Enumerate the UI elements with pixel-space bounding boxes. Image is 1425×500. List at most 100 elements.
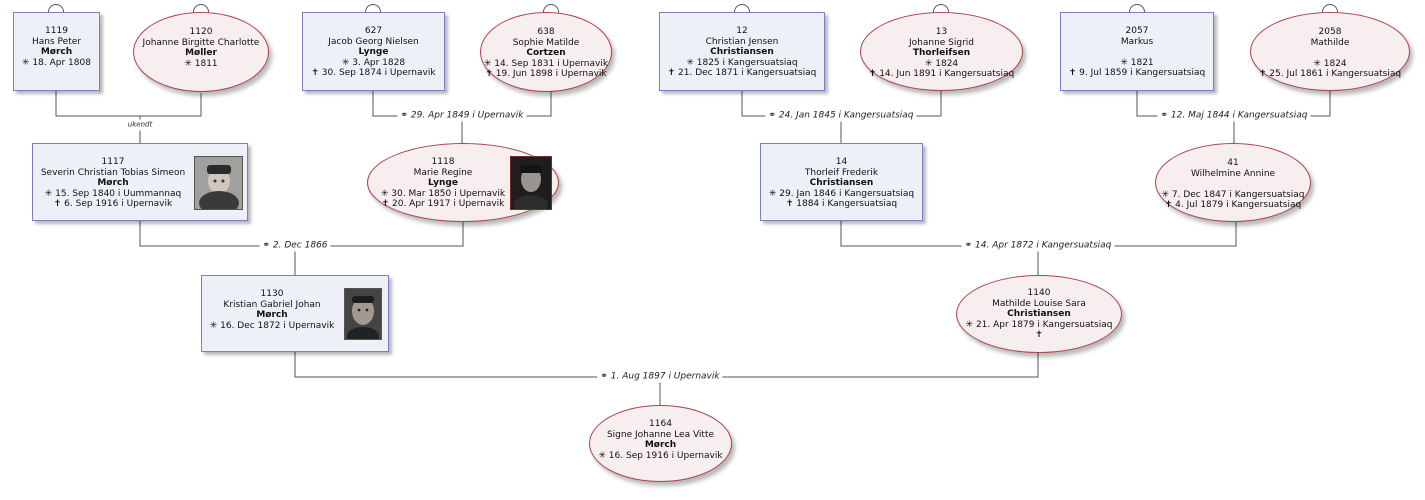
person-given-name: Johanne Birgitte Charlotte: [142, 37, 260, 48]
person-death: ✝ 30. Sep 1874 i Upernavik: [311, 68, 436, 78]
expand-parents-icon[interactable]: [365, 4, 381, 13]
person-given-name: Wilhelmine Annine: [1190, 168, 1276, 179]
person-death: ✝ 25. Jul 1861 i Kangersuatsiaq: [1258, 69, 1402, 79]
person-id: 12: [736, 26, 748, 36]
person-id: 627: [364, 26, 383, 36]
person-id: 1118: [431, 157, 455, 167]
marriage-label-2057-2058: ⚭ 12. Maj 1844 i Kangersuatsiaq: [1157, 110, 1311, 122]
person-given-name: Johanne Sigrid: [908, 37, 975, 48]
person-surname: Christiansen: [710, 47, 774, 57]
person-death: ✝ 9. Jul 1859 i Kangersuatsiaq: [1068, 68, 1206, 78]
expand-parents-icon[interactable]: [933, 4, 949, 13]
expand-parents-icon[interactable]: [543, 4, 559, 13]
person-birth: ✳ 7. Dec 1847 i Kangersuatsiaq: [1161, 189, 1305, 200]
person-surname: Mørch: [644, 440, 677, 450]
person-given-name: Mathilde Louise Sara: [992, 298, 1086, 309]
person-birth: ✳ 1821: [1120, 57, 1154, 68]
person-death: ✝ 1884 i Kangersuatsiaq: [785, 199, 898, 209]
person-card-1117[interactable]: 1117 Severin Christian Tobias Simeon Mør…: [32, 143, 248, 221]
person-card-1140[interactable]: 1140 Mathilde Louise Sara Christiansen ✳…: [956, 275, 1122, 353]
expand-parents-icon[interactable]: [48, 4, 64, 13]
marriage-label-12-13: ⚭ 24. Jan 1845 i Kangersuatsiaq: [765, 110, 917, 122]
person-given-name: Hans Peter: [32, 36, 81, 47]
person-birth: ✳ 14. Sep 1831 i Upernavik: [483, 58, 609, 69]
person-id: 1164: [649, 419, 672, 429]
person-given-name: Signe Johanne Lea Vitte: [606, 429, 715, 440]
person-id: 1120: [189, 27, 213, 37]
person-birth: ✳ 1825 i Kangersuatsiaq: [686, 57, 798, 68]
person-id: 13: [935, 27, 948, 37]
person-death: ✝ 19. Jun 1898 i Upernavik: [485, 69, 607, 79]
person-card-1164[interactable]: 1164 Signe Johanne Lea Vitte Mørch ✳ 16.…: [589, 405, 732, 482]
person-id: 1117: [101, 157, 125, 167]
person-given-name: Severin Christian Tobias Simeon: [40, 167, 186, 178]
person-photo: [344, 288, 382, 340]
person-surname: Mørch: [40, 47, 73, 57]
person-birth: ✳ 1824: [924, 58, 959, 69]
person-birth: ✳ 18. Apr 1808: [22, 57, 91, 68]
person-surname: Lynge: [358, 47, 389, 57]
person-surname: Cortzen: [526, 48, 566, 58]
person-card-1118[interactable]: 1118 Marie Regine Lynge ✳ 30. Mar 1850 i…: [367, 143, 559, 222]
expand-parents-icon[interactable]: [1129, 4, 1145, 13]
person-card-12[interactable]: 12 Christian Jensen Christiansen ✳ 1825 …: [659, 12, 825, 91]
person-surname: [1156, 179, 1310, 190]
person-card-1130[interactable]: 1130 Kristian Gabriel Johan Mørch ✳ 16. …: [201, 275, 389, 352]
person-given-name: Kristian Gabriel Johan: [223, 299, 321, 310]
marriage-label-1119-1120: ukendt: [124, 119, 156, 131]
expand-parents-icon[interactable]: [1322, 4, 1338, 13]
person-photo: [510, 156, 552, 210]
person-surname: Christiansen: [1007, 309, 1071, 319]
person-id: 1130: [260, 289, 284, 299]
person-birth: ✳ 3. Apr 1828: [341, 57, 406, 68]
person-card-14[interactable]: 14 Thorleif Frederik Christiansen ✳ 29. …: [760, 143, 923, 221]
person-given-name: Mathilde: [1310, 37, 1350, 48]
person-surname: Lynge: [428, 178, 458, 188]
person-given-name: Thorleif Frederik: [804, 167, 879, 178]
person-surname: Thorleifsen: [912, 48, 971, 58]
expand-parents-icon[interactable]: [193, 4, 209, 13]
person-card-627[interactable]: 627 Jacob Georg Nielsen Lynge ✳ 3. Apr 1…: [302, 12, 445, 91]
person-birth: ✳ 1811: [184, 58, 218, 69]
marriage-label-1130-1140: ⚭ 1. Aug 1897 i Upernavik: [597, 371, 723, 383]
person-given-name: Marie Regine: [413, 167, 473, 178]
person-photo: [194, 156, 243, 210]
person-birth: ✳ 21. Apr 1879 i Kangersuatsiaq: [965, 319, 1113, 330]
person-card-13[interactable]: 13 Johanne Sigrid Thorleifsen ✳ 1824 ✝ 1…: [860, 12, 1023, 91]
person-birth: ✳ 29. Jan 1846 i Kangersuatsiaq: [768, 188, 915, 199]
expand-parents-icon[interactable]: [734, 4, 750, 13]
person-surname: [1251, 48, 1409, 59]
person-birth: ✳ 16. Dec 1872 i Upernavik: [209, 320, 335, 331]
person-death: ✝ 14. Jun 1891 i Kangersuatsiaq: [868, 69, 1015, 79]
person-given-name: Markus: [1120, 36, 1154, 47]
person-given-name: Christian Jensen: [705, 36, 779, 47]
person-card-638[interactable]: 638 Sophie Matilde Cortzen ✳ 14. Sep 183…: [480, 12, 612, 92]
person-birth: ✳ 16. Sep 1916 i Upernavik: [598, 450, 723, 461]
person-card-2058[interactable]: 2058 Mathilde ✳ 1824 ✝ 25. Jul 1861 i Ka…: [1250, 12, 1410, 91]
person-id: 2057: [1125, 26, 1149, 36]
person-card-1120[interactable]: 1120 Johanne Birgitte Charlotte Møller ✳…: [133, 12, 269, 92]
person-death: ✝ 21. Dec 1871 i Kangersuatsiaq: [667, 68, 817, 78]
person-death: ✝ 20. Apr 1917 i Upernavik: [381, 199, 505, 209]
person-card-1119[interactable]: 1119 Hans Peter Mørch ✳ 18. Apr 1808: [13, 12, 100, 91]
person-id: 41: [1227, 158, 1239, 168]
marriage-label-1117-1118: ⚭ 2. Dec 1866: [259, 240, 331, 252]
person-surname: Møller: [185, 48, 217, 58]
person-id: 14: [835, 157, 848, 167]
person-given-name: Sophie Matilde: [512, 37, 580, 48]
person-id: 2058: [1318, 27, 1342, 37]
person-death: ✝ 6. Sep 1916 i Upernavik: [53, 199, 173, 209]
person-surname: Mørch: [97, 178, 129, 188]
marriage-label-14-41: ⚭ 14. Apr 1872 i Kangersuatsiaq: [961, 240, 1115, 252]
person-id: 1119: [45, 26, 68, 36]
person-card-2057[interactable]: 2057 Markus ✳ 1821 ✝ 9. Jul 1859 i Kange…: [1060, 12, 1214, 91]
person-birth: ✳ 30. Mar 1850 i Upernavik: [380, 188, 506, 199]
person-death: ✝: [1035, 330, 1043, 340]
person-surname: Mørch: [256, 310, 288, 320]
person-birth: ✳ 1824: [1313, 58, 1347, 69]
person-death: ✝ 4. Jul 1879 i Kangersuatsiaq: [1164, 200, 1302, 210]
person-card-41[interactable]: 41 Wilhelmine Annine ✳ 7. Dec 1847 i Kan…: [1155, 143, 1311, 222]
person-given-name: Jacob Georg Nielsen: [328, 36, 419, 47]
connector-1119-1120: [55, 91, 202, 117]
person-id: 638: [537, 27, 555, 37]
